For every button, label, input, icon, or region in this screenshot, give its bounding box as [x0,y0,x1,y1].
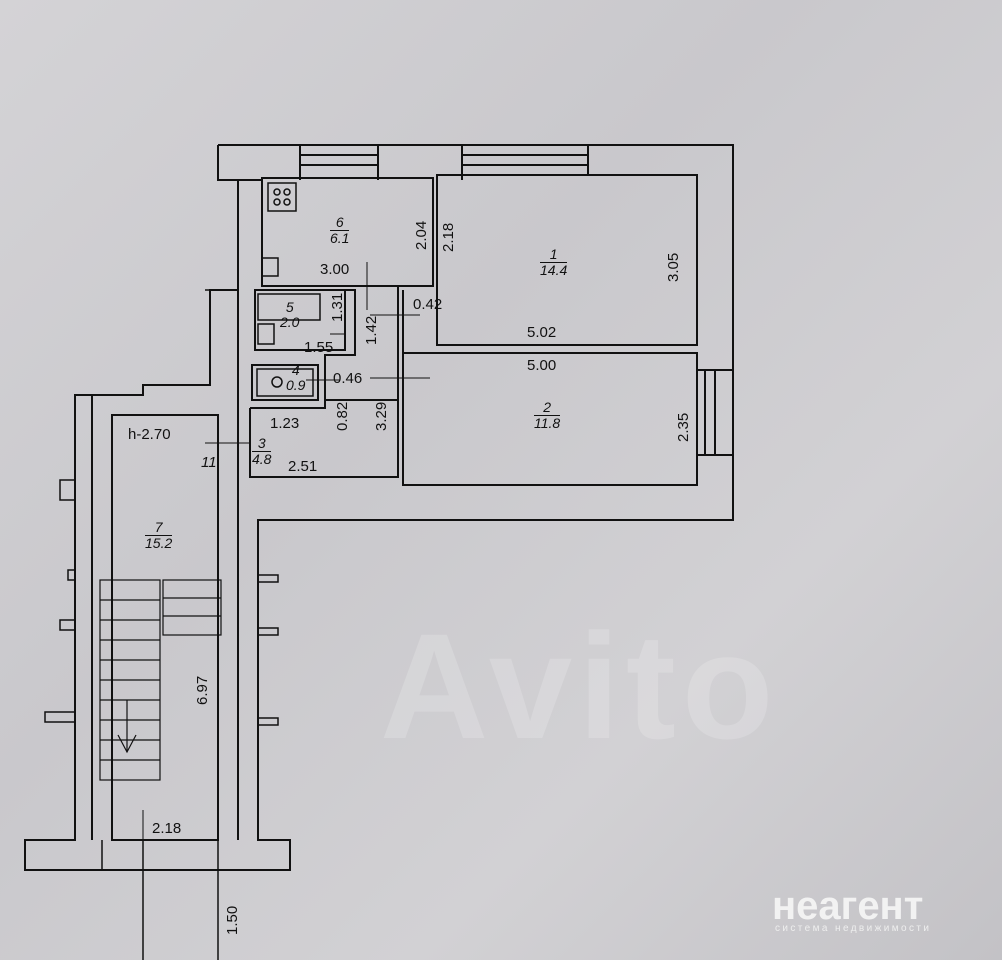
bathtub-icon [257,293,321,345]
dim-1-23: 1.23 [270,415,300,432]
window-room-2 [697,369,733,456]
dim-0-42: 0.42 [413,296,443,313]
room-area: 0.9 [286,376,306,393]
dim-3-29: 3.29 [373,401,390,431]
room-2-outline [402,352,698,486]
room-6-outline [261,177,434,287]
dim-6-97: 6.97 [194,675,211,705]
dim-2-35: 2.35 [675,412,692,442]
dim-5-00: 5.00 [527,357,557,374]
room-1-outline [436,174,698,346]
ceiling-height: h-2.70 [128,426,171,443]
dim-5-02: 5.02 [527,324,557,341]
room-number: 6 [330,215,350,231]
window-kitchen [299,145,379,180]
room-number: 2 [534,400,561,416]
room-number: 5 [285,299,294,315]
window-room-1 [461,145,589,180]
room-number: 1 [540,247,568,263]
room-number: 7 [145,520,173,536]
room-4-outline [251,364,319,401]
staircase [99,579,222,781]
dim-2-18: 2.18 [440,222,457,252]
room-7-outline [111,414,219,841]
dim-1-50: 1.50 [224,905,241,935]
room-area: 4.8 [252,450,272,467]
room-area: 15.2 [145,534,173,551]
dim-1-42: 1.42 [363,315,380,345]
dim-1-55: 1.55 [304,339,334,356]
room-number: 3 [252,436,272,452]
dim-3-05: 3.05 [665,252,682,282]
room-area: 11.8 [534,414,561,431]
dim-0-46: 0.46 [333,370,363,387]
room-number: 4 [291,362,300,378]
room-area: 6.1 [330,229,350,246]
room-5-outline [254,289,346,351]
room-area: 2.0 [280,313,300,330]
dim-1-31: 1.31 [329,292,346,322]
dim-0-82: 0.82 [334,401,351,431]
sink-icon [261,257,279,277]
dim-3-00: 3.00 [320,261,350,278]
dim-2-04: 2.04 [413,220,430,250]
room-area: 14.4 [540,261,568,278]
dim-2-51: 2.51 [288,458,318,475]
dim-2-18-stair: 2.18 [152,820,182,837]
toilet-icon [256,368,314,397]
neagent-logo: неагент [772,884,924,928]
stove-icon [267,182,297,212]
corridor-wall [324,289,356,400]
dim-11: 11 [201,454,217,471]
neagent-tagline: система недвижимости [775,923,932,934]
avito-watermark: Avito [380,602,780,770]
